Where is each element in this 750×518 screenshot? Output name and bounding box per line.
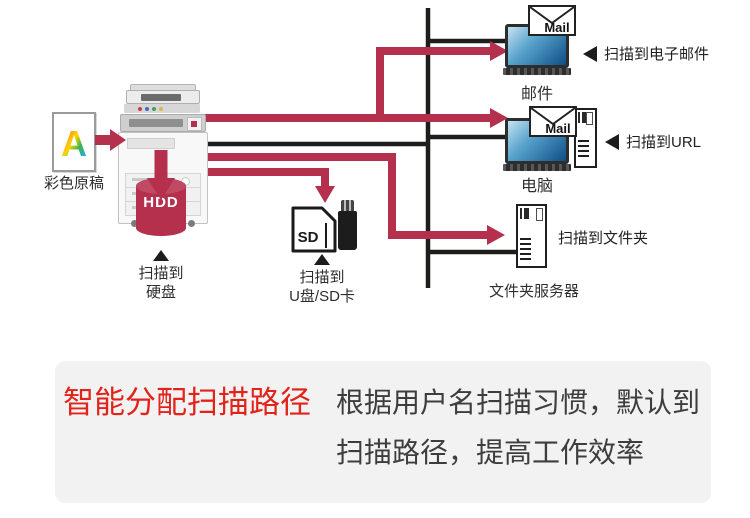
- scan-path-to-email: [376, 47, 490, 122]
- arrowhead-to-usb-sd: [315, 186, 335, 203]
- sd-card-icon: SD: [291, 206, 337, 253]
- svg-text:Mail: Mail: [545, 121, 570, 136]
- feature-description-line1: 根据用户名扫描习惯，默认到: [336, 387, 701, 418]
- email-device-label: 邮件: [520, 86, 553, 103]
- pointer-up-hdd-icon: [153, 250, 169, 261]
- printer-control-panel: [124, 104, 200, 113]
- arrowhead-to-folder: [487, 225, 505, 245]
- svg-text:SD: SD: [298, 229, 319, 246]
- email-laptop-keyboard: [503, 68, 571, 75]
- arrowhead-into-hdd: [147, 178, 175, 200]
- folder-server-icon: [516, 204, 547, 268]
- computer-device-label: 电脑: [520, 178, 553, 195]
- overlay-arrows: [95, 129, 175, 200]
- pointer-left-icon: [605, 133, 619, 150]
- scan-to-folder-callout: 扫描到文件夹: [558, 230, 649, 247]
- scan-path-to-usb-sd: [196, 168, 329, 188]
- printer-adf: [126, 90, 200, 104]
- arrowhead-to-computer: [490, 108, 508, 128]
- computer-keyboard: [503, 164, 571, 171]
- scan-to-url-callout: 扫描到URL: [605, 131, 701, 152]
- printer-scanner-deck: [120, 114, 206, 132]
- connector-lines: [196, 8, 520, 288]
- feature-description: 根据用户名扫描习惯，默认到 扫描路径，提高工作效率: [336, 378, 700, 478]
- computer-mini-tower-icon: [574, 108, 597, 168]
- arrowhead-into-printer: [110, 129, 126, 151]
- feature-title: 智能分配扫描路径: [63, 385, 311, 420]
- feature-panel: 智能分配扫描路径 根据用户名扫描习惯，默认到 扫描路径，提高工作效率: [55, 361, 711, 503]
- feature-description-line2: 扫描路径，提高工作效率: [336, 437, 645, 468]
- mail-envelope-icon: Mail: [529, 106, 577, 137]
- mail-envelope-icon: Mail: [528, 5, 576, 36]
- printer-brand-mark: [191, 121, 197, 127]
- arrowhead-to-email: [490, 41, 508, 61]
- scan-to-email-callout: 扫描到电子邮件: [583, 43, 709, 64]
- svg-text:Mail: Mail: [544, 20, 569, 35]
- pointer-left-icon: [583, 45, 597, 62]
- scan-to-hdd-caption: 扫描到 硬盘: [138, 265, 184, 301]
- svg-text:A: A: [61, 123, 87, 163]
- folder-server-label: 文件夹服务器: [488, 283, 579, 300]
- usb-stick-icon: [338, 200, 357, 250]
- pointer-up-usb-sd-icon: [314, 254, 330, 265]
- scan-to-usb-sd-caption: 扫描到 U盘/SD卡: [289, 269, 355, 305]
- color-original-label: 彩色原稿: [43, 175, 104, 192]
- rainbow-a-glyph: A: [61, 123, 87, 163]
- scan-path-to-folder: [196, 153, 487, 239]
- hdd-label: HDD: [143, 194, 179, 211]
